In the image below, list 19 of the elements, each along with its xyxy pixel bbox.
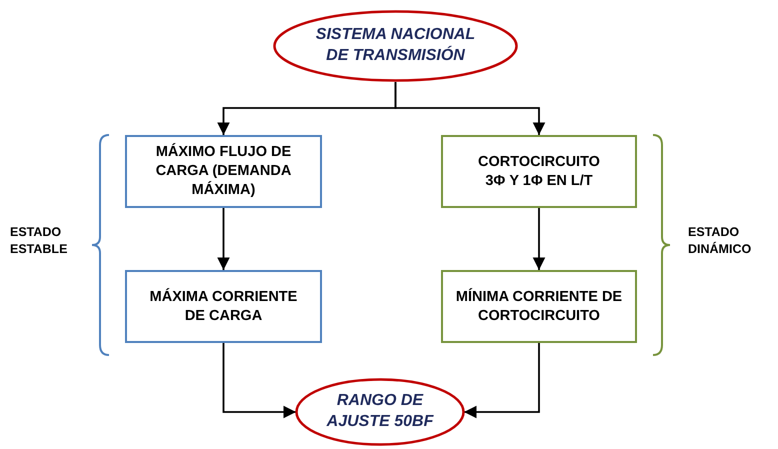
arrow [222, 343, 296, 418]
node-text: RANGO DE AJUSTE 50BF [326, 391, 435, 432]
process-box [125, 270, 322, 343]
state-label: ESTADO ESTABLE [10, 224, 68, 258]
process-box [125, 135, 322, 208]
node-text: CORTOCIRCUITO 3Φ Y 1Φ EN L/T [477, 152, 601, 190]
node-text: SISTEMA NACIONAL DE TRANSMISIÓN [314, 25, 476, 66]
ellipse-node [295, 378, 465, 446]
node-text: MÍNIMA CORRIENTE DE CORTOCIRCUITO [454, 288, 624, 326]
ellipse-node [273, 10, 518, 82]
state-label: ESTADO DINÁMICO [688, 224, 752, 258]
node-text: MÁXIMA CORRIENTE DE CARGA [148, 288, 298, 326]
arrow [532, 208, 546, 270]
process-box [441, 135, 637, 208]
arrow [217, 208, 230, 270]
arrow [394, 82, 546, 135]
node-text: MÁXIMO FLUJO DE CARGA (DEMANDA MÁXIMA) [154, 143, 292, 200]
arrow [464, 343, 540, 418]
process-box [441, 270, 637, 343]
